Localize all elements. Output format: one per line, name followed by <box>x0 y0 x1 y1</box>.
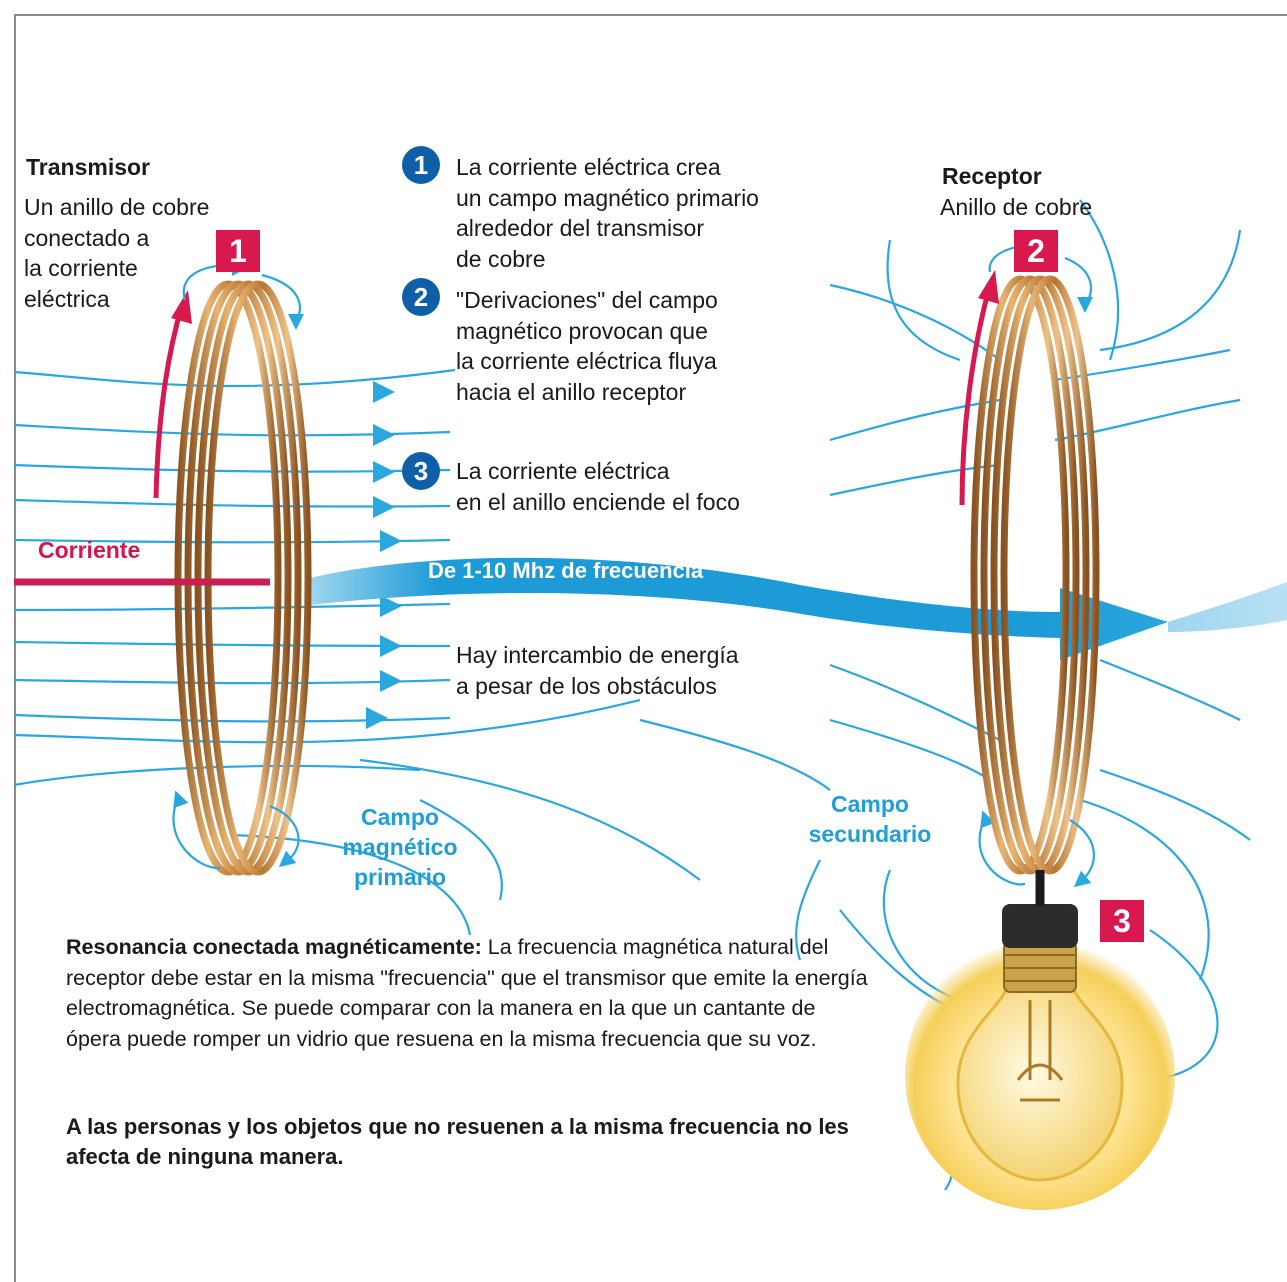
field-line <box>1100 230 1240 350</box>
step-line: La corriente eléctrica crea <box>456 152 759 183</box>
step-line: un campo magnético primario <box>456 183 759 214</box>
receiver-title: Receptor <box>942 163 1042 190</box>
primary-field-label: Campo magnético primario <box>330 802 470 892</box>
step-line: alrededor del transmisor <box>456 213 759 244</box>
field-line <box>1100 770 1250 840</box>
secondary-field-line: secundario <box>800 819 940 849</box>
transmitter-description: Un anillo de cobre conectado a la corrie… <box>24 192 209 314</box>
field-line <box>1100 660 1240 720</box>
conclusion-text: A las personas y los objetos que no resu… <box>66 1112 866 1172</box>
step-line: La corriente eléctrica <box>456 456 740 487</box>
field-arrowhead <box>373 381 395 403</box>
field-arrowhead <box>366 707 388 729</box>
bulb-badge: 3 <box>1100 900 1144 942</box>
exchange-line: a pesar de los obstáculos <box>456 671 739 702</box>
step-line: de cobre <box>456 244 759 275</box>
field-line <box>830 720 990 780</box>
transmitter-title: Transmisor <box>26 154 150 181</box>
field-arrowhead <box>373 496 395 518</box>
field-line <box>1080 800 1209 980</box>
secondary-field-label: Campo secundario <box>800 789 940 849</box>
frequency-label: De 1-10 Mhz de frecuencia <box>428 558 703 584</box>
primary-field-line: primario <box>330 862 470 892</box>
transmitter-badge: 1 <box>216 230 260 272</box>
field-arrowhead <box>380 595 402 617</box>
transmitter-desc-line: conectado a <box>24 223 209 254</box>
energy-exchange-text: Hay intercambio de energía a pesar de lo… <box>456 640 739 701</box>
current-label: Corriente <box>38 537 140 564</box>
field-line <box>1080 200 1118 360</box>
transmitter-coil <box>178 284 308 872</box>
step-2-number: 2 <box>402 278 440 316</box>
step-3-number: 3 <box>402 452 440 490</box>
field-line <box>640 720 830 790</box>
field-line <box>830 400 1000 440</box>
resonance-title: Resonancia conectada magnéticamente: <box>66 935 482 959</box>
frequency-arrow-tail <box>1168 582 1287 632</box>
step-line: "Derivaciones" del campo <box>456 285 718 316</box>
field-line <box>14 370 455 386</box>
field-arrowhead <box>380 670 402 692</box>
step-line: la corriente eléctrica fluya <box>456 346 718 377</box>
receiver-coil <box>974 279 1096 871</box>
step-1-text: La corriente eléctrica crea un campo mag… <box>456 152 759 274</box>
field-arrowhead <box>373 461 395 483</box>
step-line: en el anillo enciende el foco <box>456 487 740 518</box>
step-line: hacia el anillo receptor <box>456 377 718 408</box>
field-arrowhead <box>380 530 402 552</box>
receiver-description: Anillo de cobre <box>940 192 1092 223</box>
field-line <box>888 240 960 360</box>
step-line: magnético provocan que <box>456 316 718 347</box>
exchange-line: Hay intercambio de energía <box>456 640 739 671</box>
receiver-badge: 2 <box>1014 230 1058 272</box>
receiver-current-arrowhead <box>978 270 999 304</box>
secondary-field-line: Campo <box>800 789 940 819</box>
step-2-text: "Derivaciones" del campo magnético provo… <box>456 285 718 407</box>
field-arrowhead <box>373 424 395 446</box>
step-1-number: 1 <box>402 146 440 184</box>
transmitter-desc-line: eléctrica <box>24 284 209 315</box>
primary-field-line: Campo <box>330 802 470 832</box>
step-3-text: La corriente eléctrica en el anillo enci… <box>456 456 740 517</box>
transmitter-desc-line: la corriente <box>24 253 209 284</box>
primary-field-line: magnético <box>330 832 470 862</box>
transmitter-desc-line: Un anillo de cobre <box>24 192 209 223</box>
field-arrowhead <box>380 635 402 657</box>
resonance-paragraph: Resonancia conectada magnéticamente: La … <box>66 932 876 1054</box>
